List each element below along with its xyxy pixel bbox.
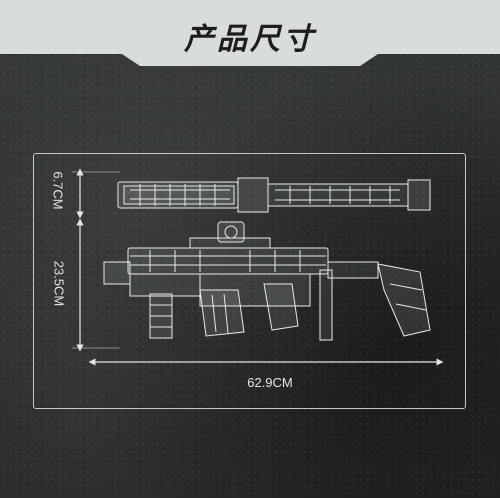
dimension-frame bbox=[33, 153, 466, 409]
height-side-label: 23.5CM bbox=[51, 260, 67, 307]
slash-decoration: /// bbox=[470, 27, 485, 45]
height-top-label: 6.7CM bbox=[50, 171, 66, 210]
model-side-view bbox=[103, 221, 431, 341]
page-title: 产品尺寸 bbox=[184, 22, 316, 57]
model-top-view bbox=[117, 177, 431, 213]
title-banner: 产品尺寸 /// bbox=[0, 0, 500, 66]
length-label: 62.9CM bbox=[247, 375, 293, 390]
banner-shape bbox=[0, 0, 500, 66]
